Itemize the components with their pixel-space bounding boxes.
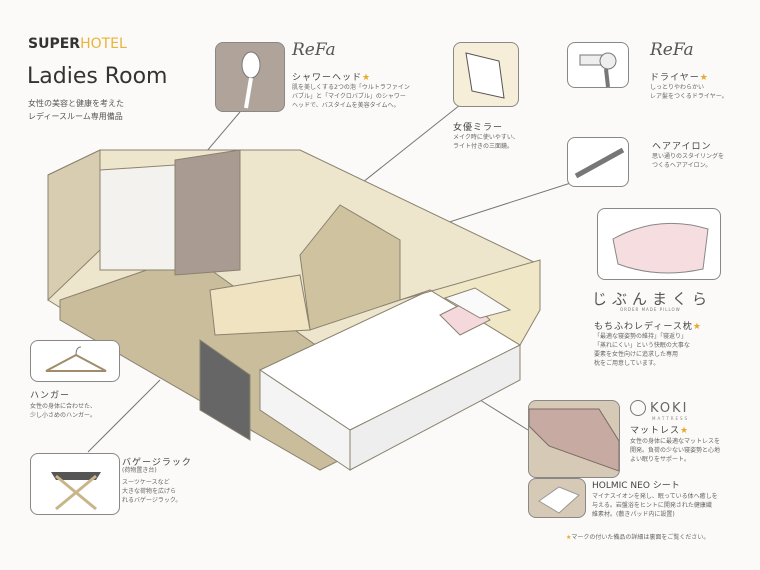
bathroom [99, 164, 176, 271]
koki-logo: KOKI [630, 400, 688, 416]
dryer-desc: しっとりやわらかいレア髪をつくるドライヤー。 [650, 83, 728, 101]
brand-super: SUPER [28, 36, 81, 52]
desc-line: 女性の身体に合わせた、 [30, 403, 97, 410]
desc-line: しっとりやわらかい [650, 84, 705, 91]
pillow-image [597, 208, 721, 280]
iron-title: ヘアアイロン [652, 142, 712, 152]
desc-line: ライト付きの三面鏡。 [453, 143, 514, 150]
pillow-white [443, 287, 512, 319]
mattress-desc: 女性の身体に最適なマットレスを開発。負荷の少ない寝姿勢と心地よい眠りをサポート。 [630, 437, 720, 464]
shower-title: シャワーヘッド★ [292, 70, 371, 83]
hanger-desc: 女性の身体に合わせた、少し小さめのハンガー。 [30, 402, 96, 420]
star-icon: ★ [362, 73, 372, 83]
mirror-title: 女優ミラー [453, 123, 504, 133]
desc-line: 開発。負荷の少ない寝姿勢と心地 [630, 447, 721, 454]
koki-emblem-icon [630, 400, 646, 416]
sofa [299, 204, 401, 331]
shower-desc: 肌を美しくする2つの泡「ウルトラファインバブル」と「マイクロバブル」のシャワーヘ… [292, 83, 410, 110]
star-icon: ★ [566, 534, 572, 541]
mattress-title: マットレス★ [630, 423, 689, 436]
sheet-desc: マイナスイオンを発し、眠っている体へ癒しを与える。岩盤浴をヒントに開発された健康… [592, 492, 718, 519]
desk [209, 274, 311, 336]
iron-desc: 思い通りのスタイリングをつくるヘアアイロン。 [652, 152, 724, 170]
desc-line: レア髪をつくるドライヤー。 [650, 93, 728, 100]
desc-line: ヘッドで、バスタイムを美容タイムへ。 [292, 102, 400, 109]
pillow-logo-sub: ORDER MADE PILLOW [620, 307, 681, 312]
tv [199, 339, 251, 441]
desc-line: マイナスイオンを発し、眠っている体へ癒しを [592, 493, 718, 500]
koki-sub: MATTRESS [652, 416, 690, 421]
luggage-title: バゲージラック [122, 458, 192, 468]
subtitle: 女性の美容と健康を考えた レディースルーム専用備品 [28, 97, 124, 123]
star-icon: ★ [680, 426, 690, 436]
pillow-desc: 「最適な寝姿勢の維持」「寝返り」「蒸れにくい」という快眠の大事な要素を女性向けに… [594, 332, 690, 368]
desc-line: メイク時に使いやすい、 [453, 134, 519, 141]
desc-line: 「蒸れにくい」という快眠の大事な [594, 342, 690, 349]
desc-line: つくるヘアアイロン。 [652, 162, 712, 169]
desc-line: 与える。岩盤浴をヒントに開発された健康繊 [592, 502, 712, 509]
luggage-desc: スーツケースなど大きな荷物を広げられるバゲージラック。 [122, 478, 181, 505]
entry-wall [47, 149, 101, 302]
subtitle-line: 女性の美容と健康を考えた [28, 99, 124, 108]
koki-wordmark: KOKI [650, 400, 689, 416]
desc-line: 女性の身体に最適なマットレスを [630, 438, 721, 445]
leader-line [479, 399, 529, 431]
mirror-image [453, 42, 519, 107]
leader-line [87, 379, 161, 453]
desc-line: 少し小さめのハンガー。 [30, 412, 96, 419]
desc-line: 大きな荷物を広げら [122, 488, 177, 495]
mattress-image [528, 400, 620, 478]
luggage-sub: (荷物置き台) [122, 467, 157, 474]
item-name: マットレス [630, 426, 681, 436]
item-name: もちふわレディース枕 [594, 322, 693, 332]
shower-wall [174, 149, 241, 276]
bed-front [349, 344, 521, 471]
luggage-rack-image [30, 453, 120, 515]
desc-line: 肌を美しくする2つの泡「ウルトラファイン [292, 84, 410, 91]
desc-line: 「最適な寝姿勢の維持」「寝返り」 [594, 333, 688, 340]
dryer-title: ドライヤー★ [650, 70, 709, 83]
desc-line: バブル」と「マイクロバブル」のシャワー [292, 93, 406, 100]
hanger-title: ハンガー [30, 391, 71, 401]
dryer-image [567, 42, 629, 88]
desc-line: 維素材。(敷きパッド内に設置) [592, 511, 675, 518]
subtitle-line: レディースルーム専用備品 [28, 112, 123, 121]
desc-line: スーツケースなど [122, 479, 170, 486]
mirror-desc: メイク時に使いやすい、ライト付きの三面鏡。 [453, 133, 519, 151]
desc-line: 要素を女性向けに追求した専用 [594, 351, 679, 358]
item-name: ドライヤー [650, 73, 700, 83]
desc-line: れるバゲージラック。 [122, 497, 182, 504]
desc-line: 思い通りのスタイリングを [652, 153, 725, 160]
sheet-image [528, 478, 586, 518]
page-title: Ladies Room [27, 64, 168, 89]
refa-logo: ReFa [292, 40, 336, 60]
iron-image [567, 137, 629, 187]
footnote: ★マークの付いた備品の詳細は裏面をご覧ください。 [566, 533, 709, 542]
refa-logo: ReFa [650, 40, 694, 60]
pillow-title: もちふわレディース枕★ [594, 319, 702, 332]
jibun-makura-logo: じぶんまくら [592, 290, 713, 308]
shower-image [215, 42, 285, 112]
sheet-title: HOLMIC NEO シート [592, 481, 680, 491]
hanger-image [30, 340, 120, 382]
brand-logo: SUPERHOTEL [28, 36, 127, 52]
footnote-text: マークの付いた備品の詳細は裏面をご覧ください。 [571, 534, 710, 541]
brand-hotel: HOTEL [80, 36, 127, 52]
desc-line: よい眠りをサポート。 [630, 456, 690, 463]
item-name: シャワーヘッド [292, 73, 363, 83]
desc-line: 枕をご用意しています。 [594, 360, 660, 367]
star-icon: ★ [699, 73, 709, 83]
star-icon: ★ [692, 322, 702, 332]
